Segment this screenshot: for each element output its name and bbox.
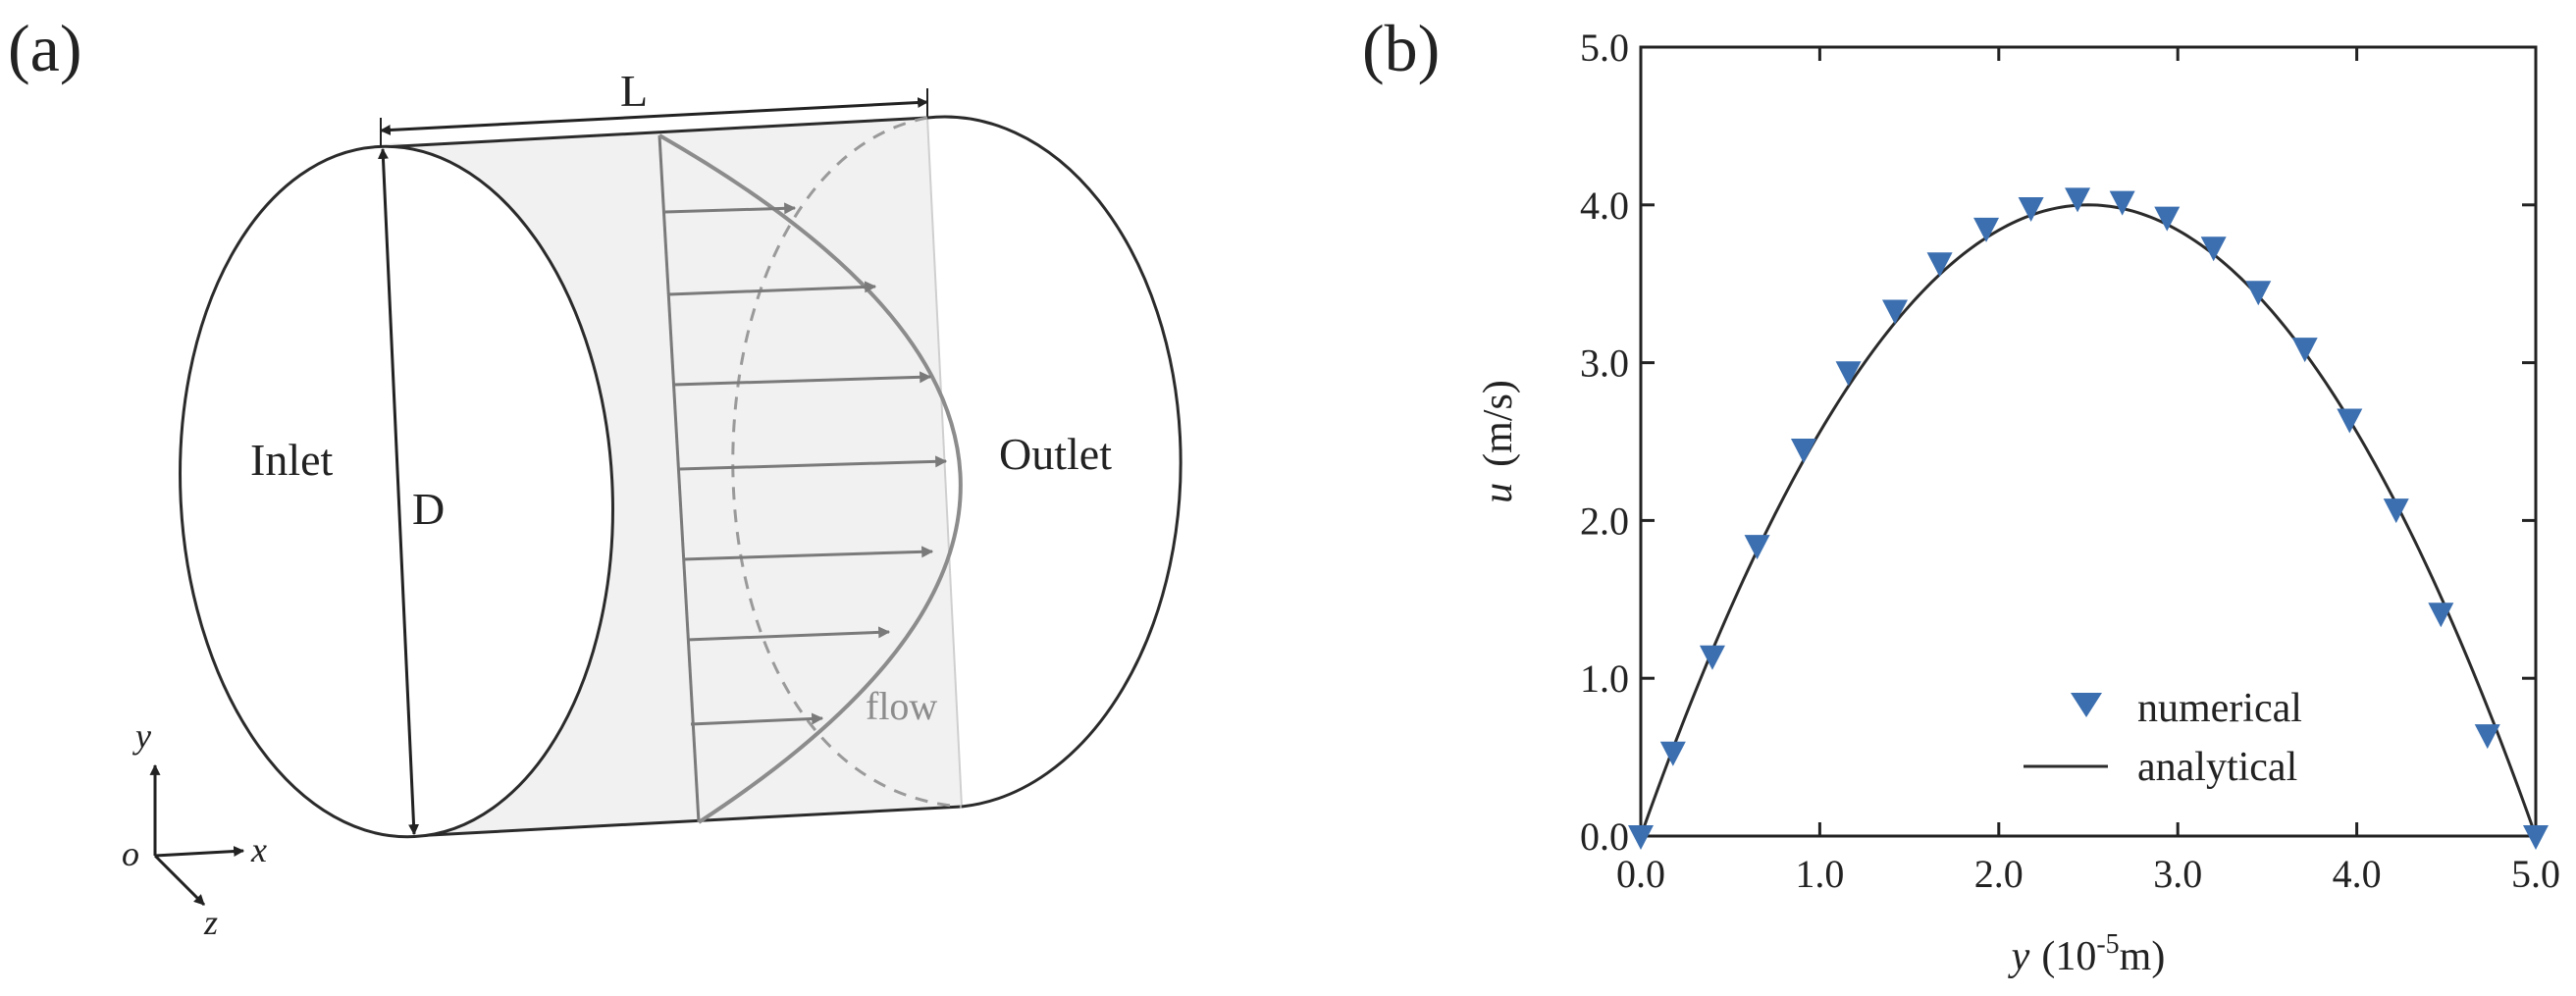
plot-frame bbox=[1639, 45, 2538, 838]
numerical-point bbox=[1699, 645, 1725, 670]
numerical-point bbox=[2154, 206, 2181, 232]
velocity-arrow bbox=[668, 281, 877, 296]
x-axis-title-exp: -5 bbox=[2096, 929, 2119, 960]
velocity-arrow bbox=[678, 455, 948, 471]
x-tick-label: 1.0 bbox=[1795, 852, 1844, 896]
x-tick-label: 2.0 bbox=[1974, 852, 2024, 896]
outlet-label: Outlet bbox=[999, 429, 1112, 479]
numerical-point bbox=[2337, 408, 2363, 434]
numerical-point bbox=[1926, 252, 1953, 278]
inlet-label: Inlet bbox=[250, 435, 334, 485]
x-axis: 0.0 1.0 2.0 3.0 4.0 5.0 bbox=[1616, 47, 2560, 896]
z-axis-arrow bbox=[153, 854, 206, 907]
origin-label: o bbox=[122, 834, 139, 873]
y-coord-label: y bbox=[132, 716, 151, 756]
numerical-point bbox=[1882, 299, 1909, 325]
numerical-point bbox=[2383, 498, 2409, 524]
y-axis: 0.0 1.0 2.0 3.0 4.0 5.0 bbox=[1580, 26, 2536, 859]
x-coord-label: x bbox=[250, 830, 267, 869]
profile-dashed bbox=[731, 116, 963, 809]
x-tick-label: 4.0 bbox=[2333, 852, 2382, 896]
numerical-point bbox=[2474, 724, 2500, 750]
x-axis-title-var: y bbox=[2008, 934, 2030, 979]
numerical-point bbox=[2065, 187, 2091, 213]
velocity-arrow bbox=[664, 202, 797, 215]
y-tick-label: 4.0 bbox=[1580, 183, 1629, 228]
z-coord-label: z bbox=[203, 903, 218, 942]
flow-label: flow bbox=[866, 684, 937, 728]
velocity-arrows bbox=[664, 202, 948, 726]
x-axis-title-unit-end: m) bbox=[2120, 934, 2166, 979]
panel-a-label: (a) bbox=[8, 11, 81, 85]
legend: numerical analytical bbox=[2024, 686, 2302, 790]
panel-b-label: (b) bbox=[1362, 11, 1440, 85]
y-axis-title-unit: (m/s) bbox=[1476, 380, 1521, 467]
y-tick-label: 2.0 bbox=[1580, 498, 1629, 543]
numerical-point bbox=[1628, 825, 1654, 850]
numerical-point bbox=[2523, 825, 2549, 850]
x-axis-title: y(10-5m) bbox=[2008, 929, 2166, 979]
y-tick-label: 3.0 bbox=[1580, 341, 1629, 386]
velocity-arrow bbox=[682, 546, 934, 561]
outlet-outline bbox=[926, 115, 1183, 809]
numerical-point bbox=[1835, 361, 1862, 387]
numerical-point bbox=[1790, 439, 1816, 464]
length-label: L bbox=[620, 66, 648, 116]
velocity-arrow bbox=[686, 626, 891, 642]
numerical-point bbox=[2291, 338, 2318, 363]
x-tick-label: 0.0 bbox=[1616, 852, 1665, 896]
velocity-profile-curve bbox=[658, 133, 963, 824]
tube-bottom-edge bbox=[411, 805, 963, 838]
coordinate-triad bbox=[149, 763, 245, 907]
panel-a-schematic: (a) L D Inlet Outlet bbox=[8, 11, 1183, 942]
numerical-point bbox=[2200, 236, 2227, 262]
legend-label-analytical: analytical bbox=[2137, 745, 2297, 790]
numerical-point bbox=[2428, 603, 2454, 628]
legend-marker-numerical bbox=[2071, 693, 2102, 717]
y-tick-label: 0.0 bbox=[1580, 814, 1629, 859]
y-tick-label: 1.0 bbox=[1580, 656, 1629, 701]
plot-area bbox=[1628, 187, 2549, 850]
numerical-point bbox=[1659, 741, 1686, 766]
y-axis-title: u (m/s) bbox=[1476, 380, 1521, 503]
panel-b-chart: (b) 0.0 1.0 2.0 3.0 4.0 5.0 0.0 1.0 2.0 3.0 4.0 5.… bbox=[1362, 11, 2560, 979]
numerical-point bbox=[1973, 217, 2000, 242]
profile-baseline bbox=[657, 134, 701, 823]
x-tick-label: 5.0 bbox=[2511, 852, 2560, 896]
x-axis-title-unit: (10 bbox=[2041, 934, 2096, 979]
numerical-point bbox=[1744, 535, 1770, 560]
numerical-point bbox=[2018, 197, 2044, 223]
numerical-point bbox=[2109, 190, 2135, 216]
y-tick-label: 5.0 bbox=[1580, 26, 1629, 70]
velocity-arrow bbox=[673, 371, 932, 387]
x-axis-arrow bbox=[154, 846, 245, 858]
length-dimension bbox=[379, 97, 929, 135]
x-tick-label: 3.0 bbox=[2153, 852, 2202, 896]
legend-label-numerical: numerical bbox=[2137, 686, 2302, 731]
diameter-dimension bbox=[377, 147, 420, 836]
y-axis-title-var: u bbox=[1476, 483, 1521, 503]
diameter-label: D bbox=[412, 484, 445, 534]
velocity-arrow bbox=[690, 712, 824, 726]
analytical-curve bbox=[1639, 203, 2538, 837]
numerical-point bbox=[2245, 281, 2272, 306]
